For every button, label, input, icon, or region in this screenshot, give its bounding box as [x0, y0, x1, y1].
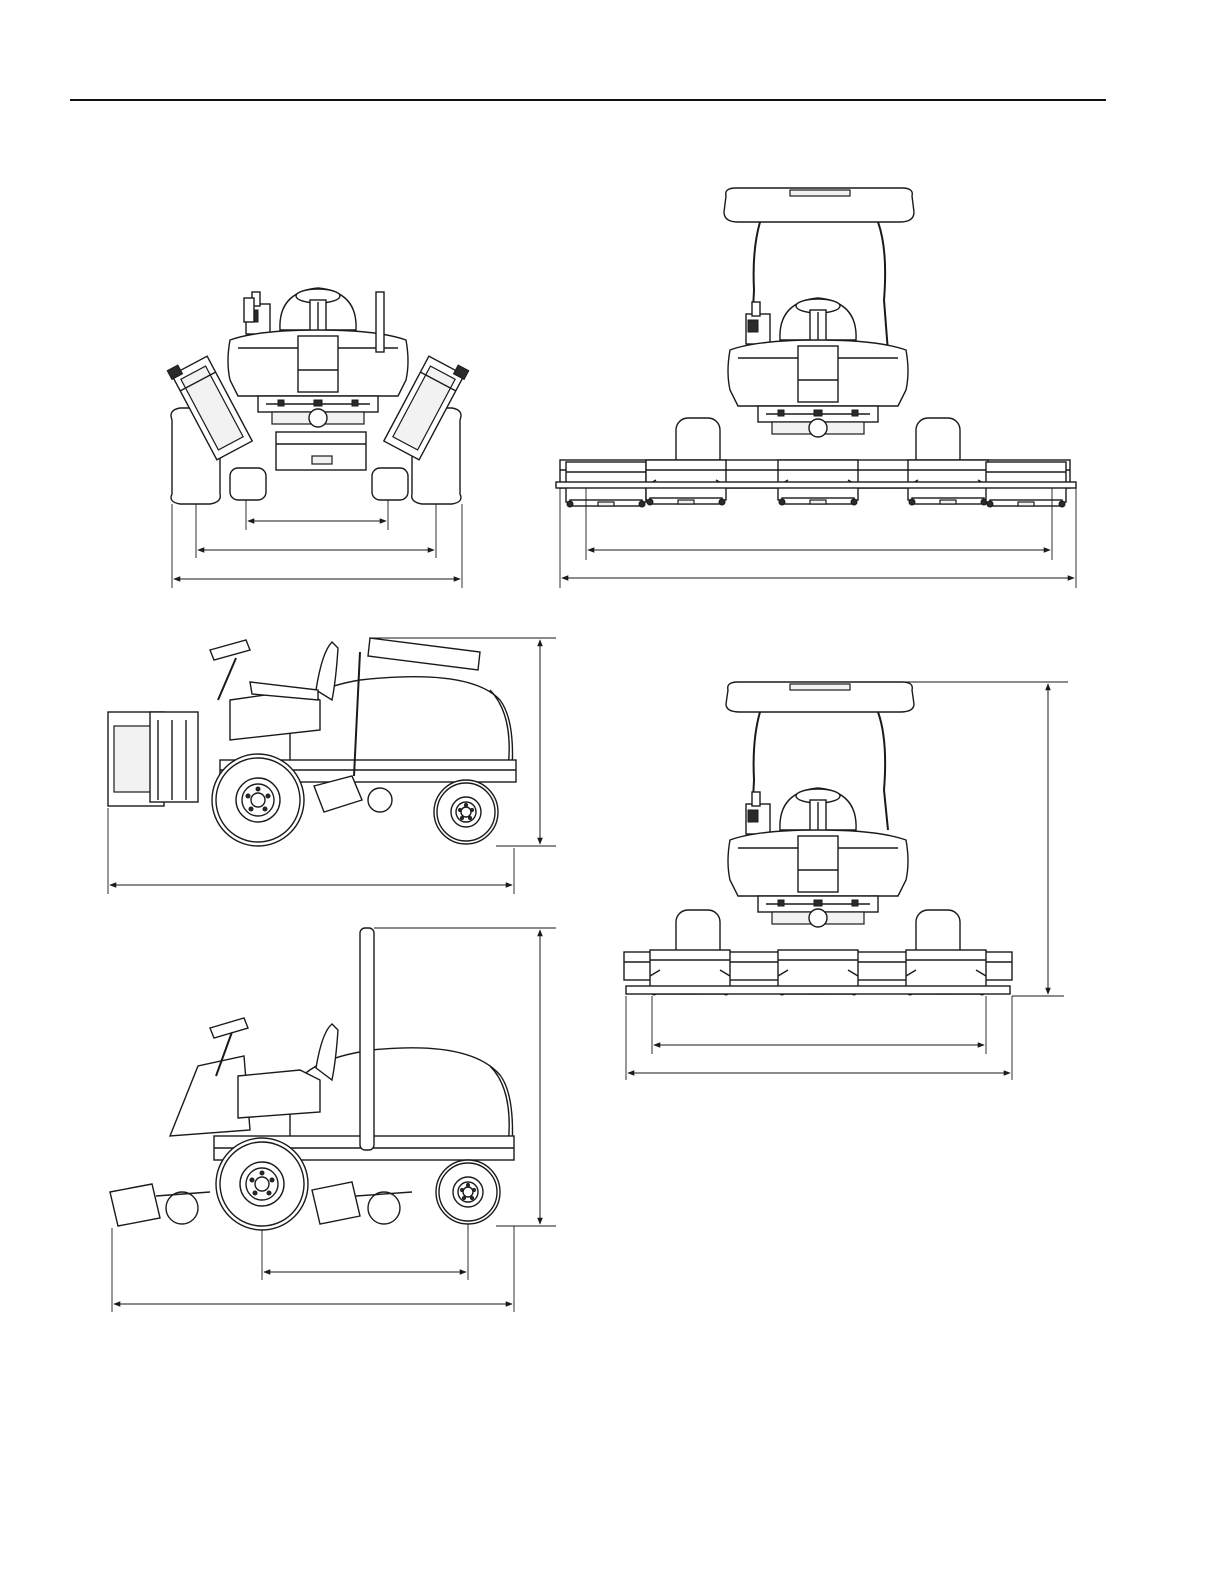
front-view-reels-raised: [167, 288, 469, 588]
side-view-transport: [108, 638, 556, 894]
side-view-mowing: [110, 928, 556, 1312]
front-view-reels-lowered: [556, 188, 1076, 588]
front-view-mowing-height: [624, 682, 1068, 1080]
